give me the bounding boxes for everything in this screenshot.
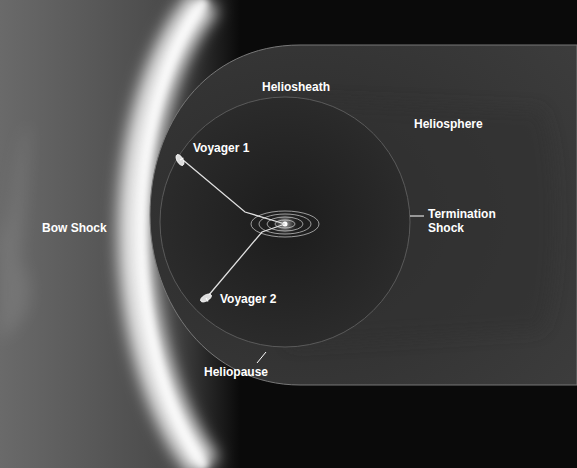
boundary-label: Bow Shock bbox=[42, 221, 107, 235]
heliopause-outline bbox=[150, 45, 577, 385]
leader-line bbox=[410, 216, 424, 217]
spacecraft-label: Voyager 1 bbox=[193, 141, 249, 155]
leader-line bbox=[257, 352, 266, 363]
cloud-wisp bbox=[0, 120, 30, 340]
boundary-label: Heliopause bbox=[204, 365, 268, 379]
spacecraft-label: Voyager 2 bbox=[220, 292, 276, 306]
termination-shock-sphere bbox=[160, 97, 410, 347]
spacecraft-icon bbox=[199, 292, 213, 304]
region-label: Heliosphere bbox=[414, 117, 483, 131]
voyager-trajectory bbox=[183, 160, 285, 224]
spacecraft-icon bbox=[174, 153, 186, 167]
region-label: Heliosheath bbox=[262, 80, 330, 94]
voyager-trajectory bbox=[208, 224, 285, 296]
boundary-label: Termination Shock bbox=[428, 207, 512, 235]
